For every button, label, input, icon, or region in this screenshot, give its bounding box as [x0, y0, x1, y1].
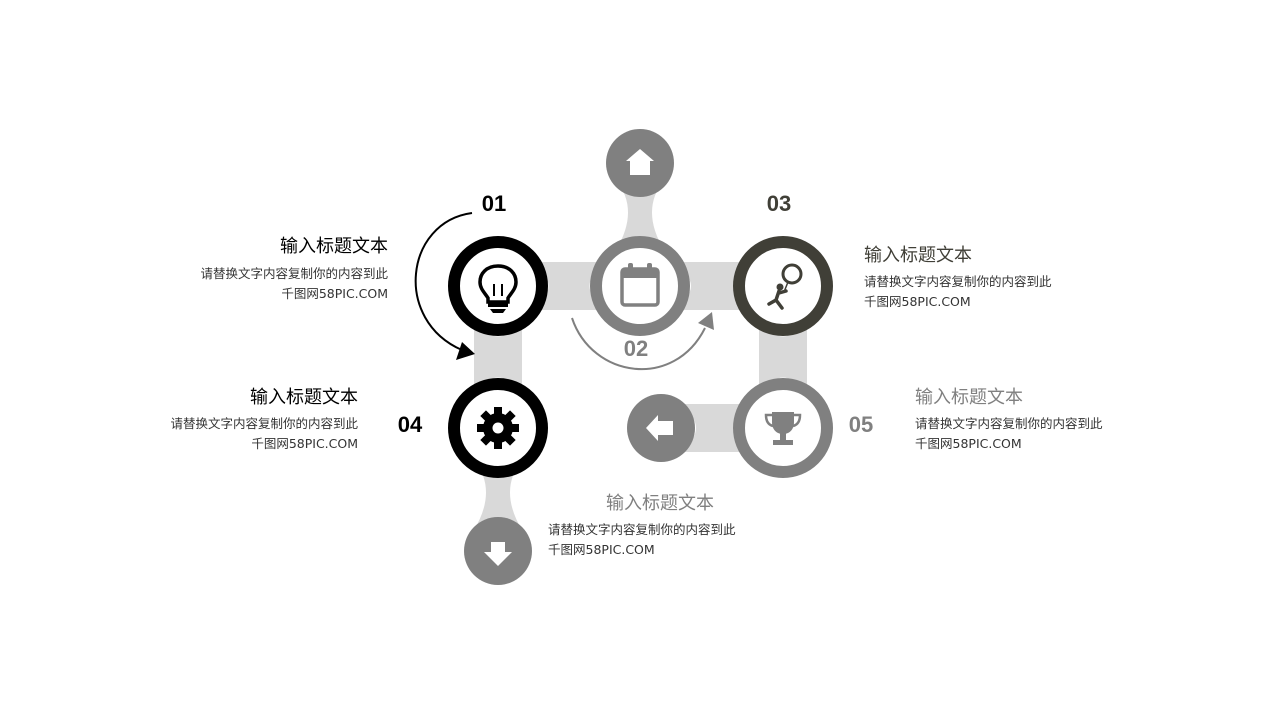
gear-icon	[477, 407, 519, 449]
step-05-desc-line2: 千图网58PIC.COM	[915, 436, 1022, 451]
step-01-title: 输入标题文本	[280, 236, 388, 257]
step-05-desc-line1: 请替换文字内容复制你的内容到此	[915, 416, 1103, 431]
step-01-desc-line1: 请替换文字内容复制你的内容到此	[200, 266, 388, 281]
step-04-desc-line2: 千图网58PIC.COM	[251, 436, 358, 451]
curved-arrow-02-03	[571, 312, 714, 371]
step-03-desc-line1: 请替换文字内容复制你的内容到此	[864, 274, 1052, 289]
step-02-title: 输入标题文本	[606, 493, 714, 514]
step-04-title: 输入标题文本	[250, 387, 358, 408]
step-01-text: 输入标题文本 请替换文字内容复制你的内容到此 千图网58PIC.COM	[150, 236, 388, 304]
connector-03-05	[759, 316, 807, 398]
home-circle	[606, 129, 674, 197]
step-01-node	[448, 236, 548, 336]
step-03-node	[733, 236, 833, 336]
step-04-node	[448, 378, 548, 478]
step-03-text: 输入标题文本 请替换文字内容复制你的内容到此 千图网58PIC.COM	[864, 245, 1104, 312]
step-02-desc-line2: 千图网58PIC.COM	[548, 542, 655, 557]
calendar-icon	[620, 263, 660, 307]
trophy-icon	[764, 412, 802, 445]
step-02-desc-line1: 请替换文字内容复制你的内容到此	[548, 522, 736, 537]
connector-02-03	[670, 262, 754, 310]
step-05-title: 输入标题文本	[915, 387, 1023, 408]
step-04-desc-line1: 请替换文字内容复制你的内容到此	[170, 416, 358, 431]
step-02-text: 输入标题文本 请替换文字内容复制你的内容到此 千图网58PIC.COM	[548, 493, 788, 560]
arrow-down-icon	[484, 542, 512, 566]
person-balloon-icon	[767, 263, 803, 310]
connector-01-02	[528, 262, 610, 310]
step-04-text: 输入标题文本 请替换文字内容复制你的内容到此 千图网58PIC.COM	[120, 387, 358, 454]
home-icon	[626, 149, 654, 175]
step-01-number: 01	[481, 191, 507, 216]
connector-04-bottom	[474, 460, 522, 530]
step-05-text: 输入标题文本 请替换文字内容复制你的内容到此 千图网58PIC.COM	[915, 387, 1155, 454]
lightbulb-icon	[478, 264, 518, 313]
step-03-title: 输入标题文本	[864, 245, 972, 266]
step-03-number: 03	[766, 191, 792, 216]
curved-arrow-01-04	[414, 212, 475, 360]
step-02-number: 02	[623, 336, 649, 361]
step-05-node	[733, 378, 833, 478]
step-01-desc-line2: 千图网58PIC.COM	[281, 286, 388, 301]
step-02-node	[590, 236, 690, 336]
arrow-left-icon	[646, 415, 673, 441]
arrow-down-circle	[464, 517, 532, 585]
step-04-number: 04	[397, 412, 423, 437]
step-05-number: 05	[848, 412, 874, 437]
arrow-left-circle	[627, 394, 695, 462]
step-03-desc-line2: 千图网58PIC.COM	[864, 294, 971, 309]
connector-01-04	[474, 316, 522, 398]
connector-top-stem	[616, 180, 664, 250]
